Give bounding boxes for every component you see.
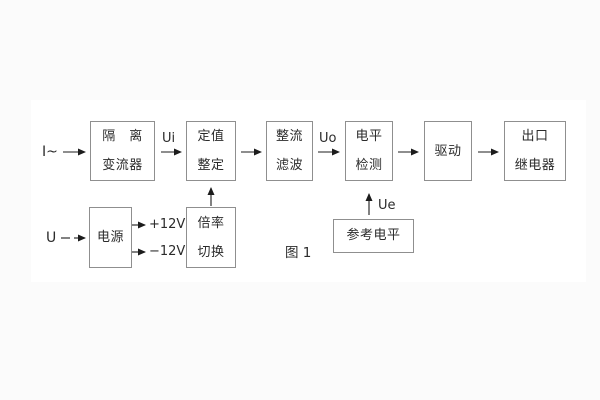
input-current-label: I~ (42, 144, 58, 160)
block-level-detect: 电平 检测 (345, 121, 393, 181)
block-power-line1: 电源 (96, 230, 124, 245)
block-ratio-line2: 切换 (197, 244, 225, 260)
input-voltage-label: U (46, 230, 57, 246)
signal-ui-label: Ui (162, 131, 176, 146)
block-reference-line1: 参考电平 (346, 228, 401, 243)
block-rectify-line2: 滤波 (275, 158, 303, 173)
block-drive-line1: 驱动 (434, 143, 462, 159)
block-reference-level: 参考电平 (333, 219, 414, 253)
block-rectify-filter: 整流 滤波 (266, 121, 313, 181)
block-relay-line1: 出口 (521, 129, 549, 144)
block-level-line1: 电平 (355, 129, 383, 144)
block-isolation-line2: 变流器 (102, 158, 143, 173)
figure-caption: 图 1 (285, 245, 312, 261)
block-rectify-line1: 整流 (275, 129, 303, 144)
block-ratio-switch: 倍率 切换 (186, 207, 236, 268)
block-setting-line2: 整定 (197, 158, 225, 173)
rail-positive-label: +12V (149, 217, 186, 232)
signal-ue-label: Ue (378, 198, 396, 213)
block-power-supply: 电源 (89, 207, 132, 268)
block-isolation-line1: 隔 离 (102, 129, 143, 144)
block-isolation-converter: 隔 离 变流器 (90, 121, 155, 181)
signal-uo-label: Uo (319, 131, 337, 146)
block-output-relay: 出口 继电器 (504, 121, 566, 181)
block-relay-line2: 继电器 (514, 158, 556, 173)
block-setting-adjust: 定值 整定 (186, 121, 236, 181)
block-drive: 驱动 (424, 121, 472, 181)
rail-negative-label: −12V (149, 244, 186, 259)
block-ratio-line1: 倍率 (197, 215, 225, 231)
block-setting-line1: 定值 (197, 129, 225, 144)
block-level-line2: 检测 (355, 158, 383, 173)
